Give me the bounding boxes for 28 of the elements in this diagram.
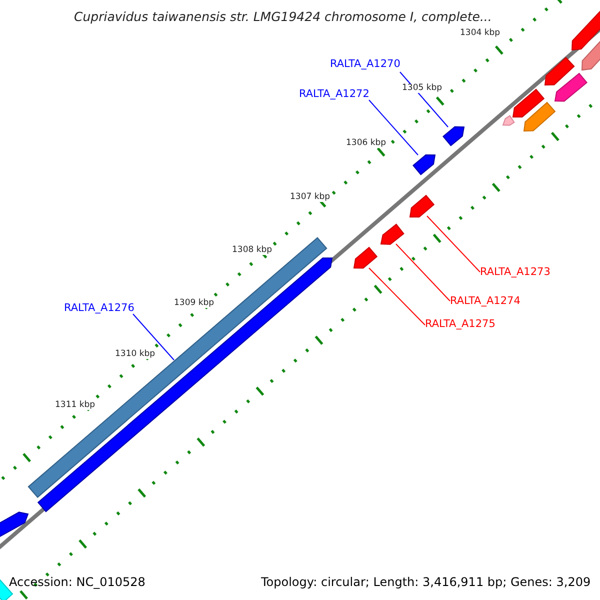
gene-feature	[442, 126, 465, 146]
gene-label: RALTA_A1274	[450, 296, 520, 306]
info-text: Topology: circular; Length: 3,416,911 bp; Genes: 3,209	[261, 576, 591, 588]
leader-line	[368, 100, 418, 156]
gene-label: RALTA_A1276	[64, 303, 134, 314]
leader-line	[132, 314, 174, 360]
scale-label: 1307 kbp	[290, 193, 330, 202]
leader-line	[396, 244, 450, 302]
gene-label: RALTA_A1273	[480, 267, 550, 278]
gene-feature	[28, 237, 328, 498]
gene-feature	[409, 194, 435, 218]
scale-label: 1305 kbp	[402, 84, 442, 92]
gene-feature	[353, 246, 378, 269]
gene-label: RALTA_A1275	[425, 319, 496, 330]
scale-label: 1308 kbp	[232, 246, 272, 254]
leader-line	[368, 268, 426, 326]
map-title: Cupriavidus taiwanensis str. LMG19424 chromosome I, complete...	[74, 11, 492, 24]
scale-label: 1306 kbp	[346, 139, 386, 148]
scale-label: 1310 kbp	[115, 350, 156, 358]
gene-feature	[380, 224, 404, 245]
scale-label: 1309 kbp	[174, 299, 214, 308]
gene-label: RALTA_A1270	[330, 59, 400, 70]
info-text: Accession: NC_010528	[9, 576, 146, 588]
scale-label: 1304 kbp	[460, 29, 500, 38]
leader-line	[426, 216, 480, 272]
gene-label: RALTA_A1272	[299, 89, 370, 100]
gene-feature	[412, 154, 436, 176]
scale-label: 1311 kbp	[55, 401, 96, 410]
